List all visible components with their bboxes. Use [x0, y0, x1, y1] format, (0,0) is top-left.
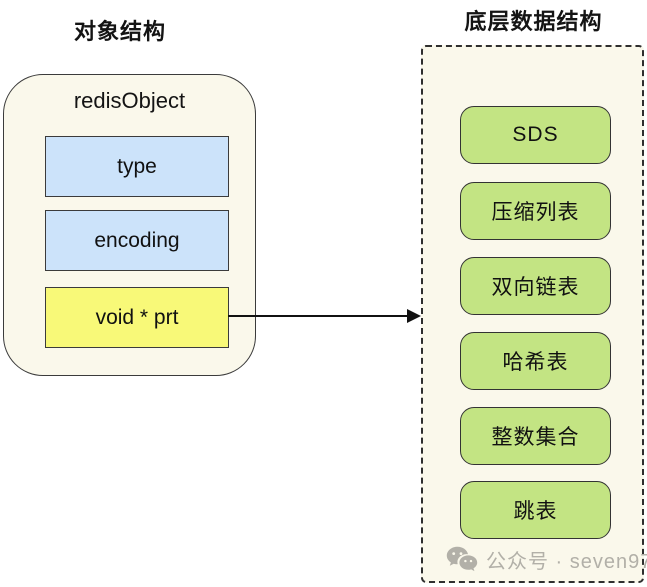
structure-item-skiplist: 跳表 — [460, 481, 611, 539]
redis-object-container: redisObject type encoding void * prt — [3, 74, 256, 376]
watermark: 公众号 · seven97 — [446, 545, 647, 574]
data-structures-container: SDS 压缩列表 双向链表 哈希表 整数集合 跳表 — [421, 45, 644, 583]
structure-item-ziplist: 压缩列表 — [460, 182, 611, 240]
field-encoding: encoding — [45, 210, 229, 271]
left-panel-title: 对象结构 — [73, 19, 166, 44]
wechat-icon — [446, 546, 478, 572]
watermark-text: 公众号 · seven97 — [486, 551, 647, 573]
structure-item-intset: 整数集合 — [460, 407, 611, 465]
structure-item-hashtable: 哈希表 — [460, 332, 611, 390]
structure-item-sds: SDS — [460, 106, 611, 164]
field-type: type — [45, 136, 229, 197]
redis-object-label: redisObject — [73, 88, 186, 113]
field-void-ptr: void * prt — [45, 287, 229, 348]
right-panel-title: 底层数据结构 — [464, 9, 603, 34]
structure-item-linkedlist: 双向链表 — [460, 257, 611, 315]
pointer-arrow — [228, 309, 421, 323]
